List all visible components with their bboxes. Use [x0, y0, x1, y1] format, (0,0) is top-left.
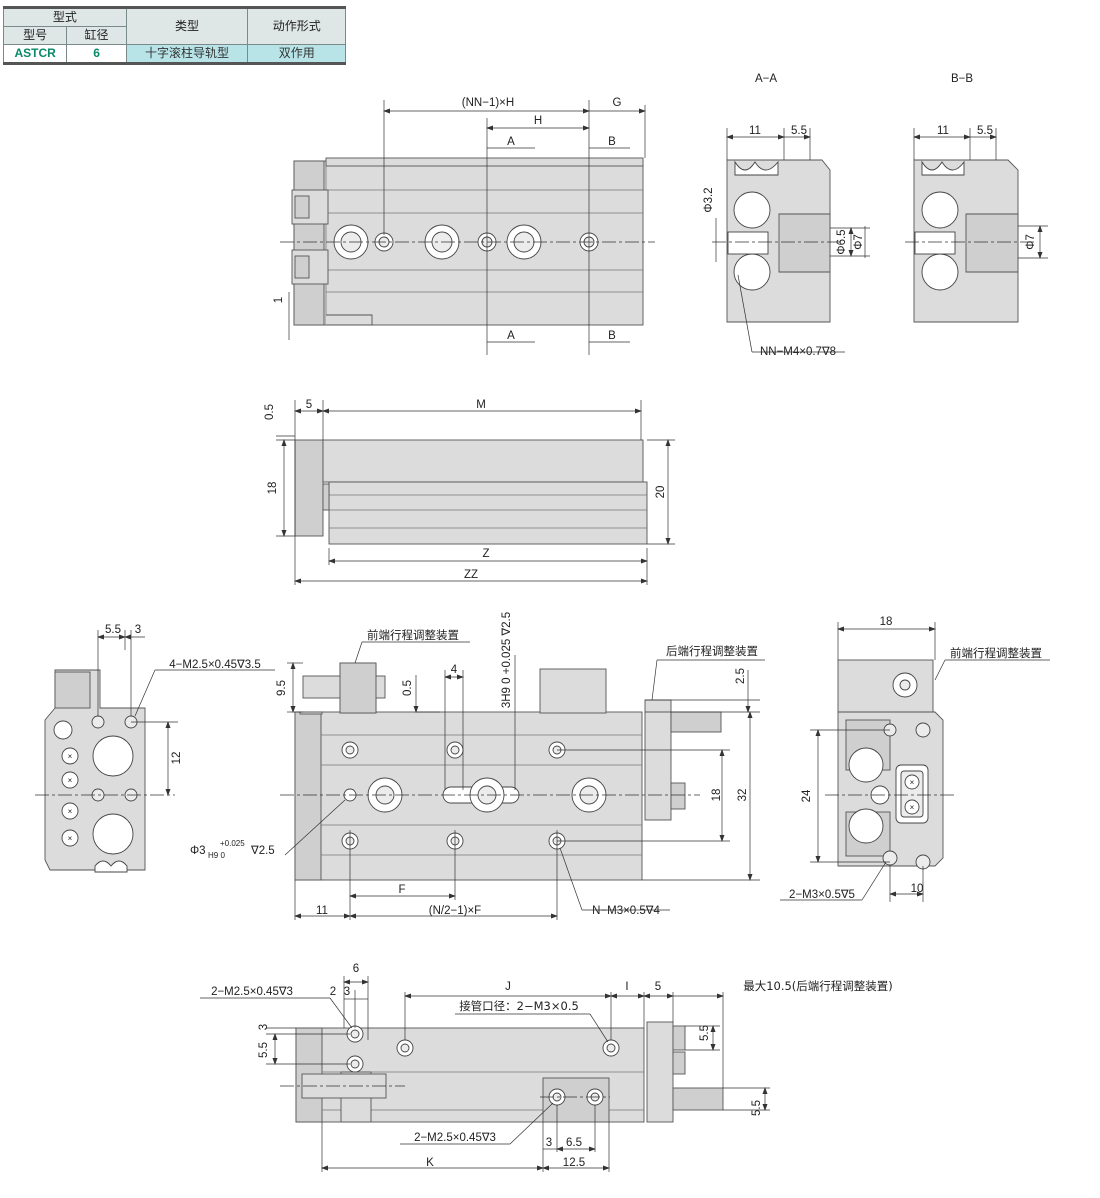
main-dim-32: 32: [737, 789, 749, 802]
section-b-label: B: [608, 136, 616, 148]
model-no-value: ASTCR: [2, 44, 68, 65]
left-end-view: × × × × 5.5 3 4−M2.5×0.45∇3.5 12: [35, 624, 275, 873]
side-dim-18: 18: [267, 482, 279, 495]
aa-thread-note: NN−M4×0.7∇8: [760, 346, 836, 358]
bb-dia-7: Φ7: [1025, 234, 1037, 250]
bottom-thread-note-bottom: 2−M2.5×0.45∇3: [414, 1132, 496, 1144]
main-dim-f: F: [398, 884, 405, 896]
right-end-view: × × 18 前端行程调整装置 24 2−M3×0.5∇5 10: [780, 616, 1050, 902]
bottom-dim-5-5r: 5.5: [699, 1025, 711, 1041]
action-value: 双作用: [247, 44, 346, 65]
svg-text:×: ×: [68, 752, 73, 761]
main-dim-2-5: 2.5: [735, 668, 747, 684]
bottom-dim-5: 5: [655, 981, 661, 993]
bottom-dim-i: I: [625, 981, 628, 993]
aa-dia-7: Φ7: [853, 234, 865, 250]
left-thread-note: 4−M2.5×0.45∇3.5: [169, 659, 260, 671]
action-header: 动作形式: [247, 6, 346, 45]
section-aa: A−A 11 5.5 Φ3.2 Φ6.5 Φ7 NN−M4×0.7∇8: [703, 73, 870, 358]
left-dim-5-5: 5.5: [105, 624, 121, 636]
svg-text:×: ×: [910, 778, 915, 787]
bottom-dim-j: J: [505, 981, 511, 993]
section-a-label: A: [507, 136, 515, 148]
bottom-dim-5-5r2: 5.5: [751, 1100, 763, 1116]
right-thread-note: 2−M3×0.5∇5: [789, 889, 855, 901]
bottom-dim-6-5: 6.5: [566, 1137, 582, 1149]
right-dim-18: 18: [880, 616, 893, 628]
bb-dim-5-5: 5.5: [977, 125, 993, 137]
main-dim-11: 11: [316, 905, 328, 917]
svg-text:×: ×: [68, 807, 73, 816]
type-value: 十字滚柱导轨型: [125, 44, 249, 65]
bottom-thread-note-top: 2−M2.5×0.45∇3: [211, 986, 293, 998]
pin-hole-left-depth: ∇2.5: [250, 845, 275, 857]
section-bb: B−B 11 5.5 Φ7: [905, 73, 1048, 323]
side-dim-z: Z: [482, 548, 489, 560]
bottom-dim-3b: 3: [546, 1137, 552, 1149]
bore-value: 6: [66, 44, 127, 65]
bottom-dim-2: 2: [330, 986, 336, 998]
side-dim-0-5: 0.5: [264, 404, 276, 420]
svg-text:×: ×: [910, 803, 915, 812]
top-view: (NN−1)×H G H A B A B 1: [273, 97, 655, 355]
type-header: 类型: [125, 6, 249, 45]
main-dim-4: 4: [451, 664, 458, 676]
bottom-max-note: 最大10.5(后端行程调整装置): [743, 979, 893, 993]
right-dim-10: 10: [911, 883, 924, 895]
model-form-header: 型式: [3, 6, 127, 27]
bb-dim-11: 11: [937, 125, 949, 137]
side-dim-zz: ZZ: [464, 569, 478, 581]
model-no-header: 型号: [2, 26, 68, 45]
dim-pitch-total: (NN−1)×H: [462, 97, 514, 109]
side-dim-20: 20: [655, 486, 667, 499]
bottom-port-note: 接管口径：2−M3×0.5: [459, 999, 579, 1013]
svg-text:×: ×: [68, 834, 73, 843]
aa-dia-6-5: Φ6.5: [836, 229, 848, 254]
bottom-dim-6: 6: [353, 963, 359, 975]
main-dim-n2f: (N/2−1)×F: [429, 905, 481, 917]
right-front-stroke-adjuster: 前端行程调整装置: [950, 646, 1042, 660]
front-stroke-adjuster-label: 前端行程调整装置: [367, 628, 459, 642]
main-view: 前端行程调整装置 后端行程调整装置 4 9.5 0.5 3H9 0 +0.025…: [190, 612, 765, 920]
pin-hole-left-dia: Φ3: [190, 845, 206, 857]
side-view: 0.5 5 M 18 20 Z ZZ: [264, 399, 675, 585]
bottom-dim-3: 3: [344, 986, 350, 998]
bottom-dim-5-5: 5.5: [258, 1042, 270, 1058]
section-a-label-bottom: A: [507, 330, 515, 342]
left-dim-3: 3: [135, 624, 141, 636]
side-dim-m: M: [476, 399, 486, 411]
aa-dia-3-2: Φ3.2: [703, 187, 715, 212]
main-dim-9-5: 9.5: [276, 680, 288, 696]
pin-hole-left-tol-up: +0.025: [220, 839, 245, 848]
bottom-view: 6 2 3 2−M2.5×0.45∇3 J I 5 最大10.5(后端行程调整装…: [200, 963, 893, 1172]
bottom-dim-3v: 3: [258, 1024, 270, 1030]
aa-dim-11: 11: [749, 125, 761, 137]
section-b-label-bottom: B: [608, 330, 616, 342]
spec-table: 型式 类型 动作形式 型号 缸径 ASTCR 6 十字滚柱导轨型 双作用: [2, 6, 346, 65]
bottom-dim-k: K: [426, 1157, 434, 1169]
right-dim-24: 24: [801, 789, 813, 802]
main-dim-18: 18: [711, 789, 723, 802]
aa-dim-5-5: 5.5: [791, 125, 807, 137]
dim-g: G: [613, 97, 622, 109]
dim-1: 1: [273, 297, 285, 303]
section-aa-title: A−A: [755, 73, 777, 85]
section-bb-title: B−B: [951, 73, 973, 85]
left-dim-12: 12: [171, 752, 183, 765]
main-thread-note: N−M3×0.5∇4: [592, 905, 660, 917]
rear-stroke-adjuster-label: 后端行程调整装置: [666, 644, 758, 658]
svg-text:×: ×: [68, 776, 73, 785]
pin-hole-left-tol: H9 0: [208, 851, 225, 860]
side-dim-5: 5: [306, 399, 312, 411]
main-dim-0-5: 0.5: [402, 680, 414, 696]
dim-h: H: [534, 115, 542, 127]
bottom-dim-12-5: 12.5: [563, 1157, 585, 1169]
pin-hole-top-note: 3H9 0 +0.025 ∇2.5: [501, 612, 513, 708]
